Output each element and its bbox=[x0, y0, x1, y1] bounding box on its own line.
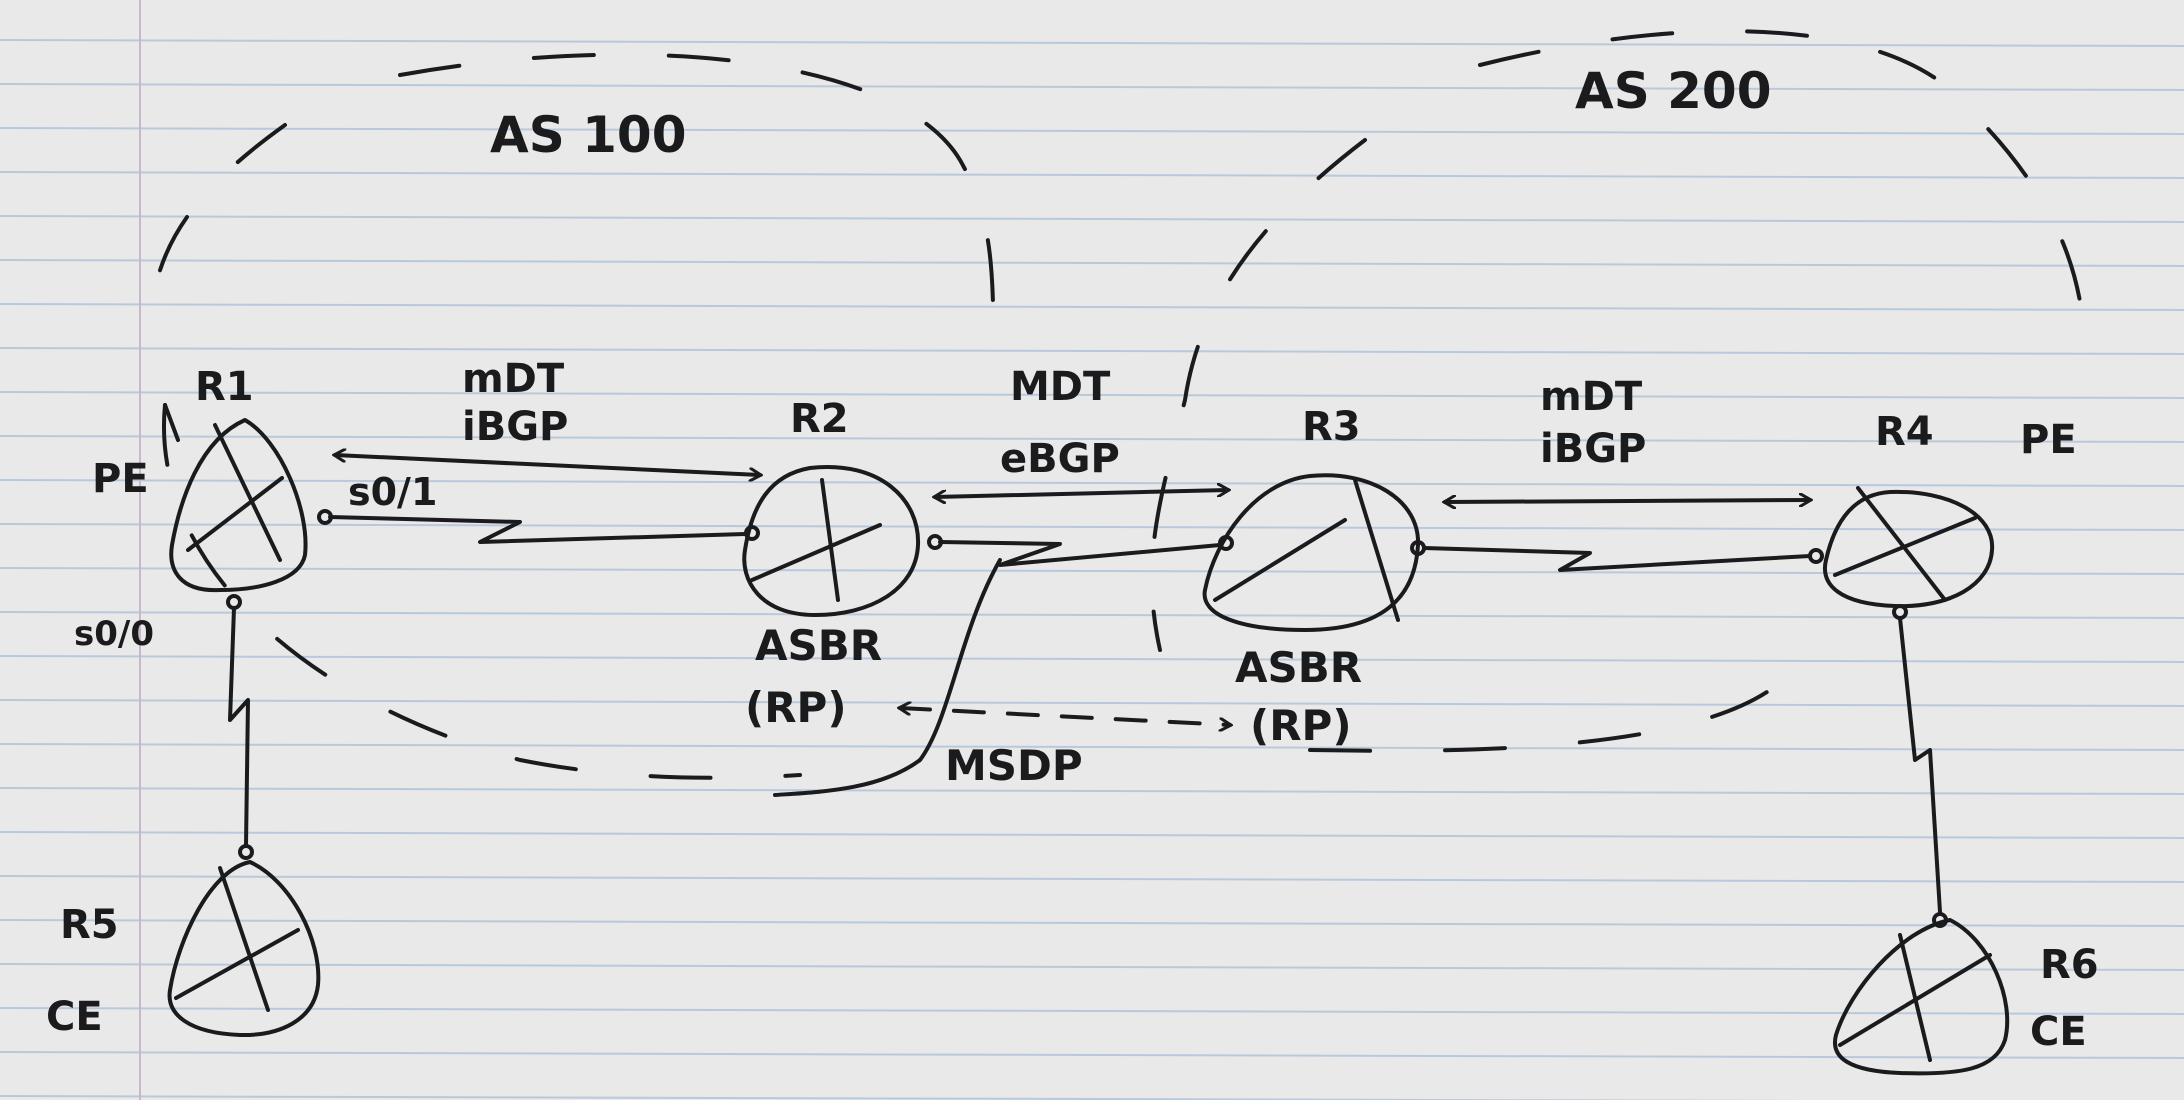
interface-s01-label: s0/1 bbox=[348, 470, 437, 514]
r3-r4-session-protocol: iBGP bbox=[1540, 426, 1646, 472]
pencil-scribble bbox=[773, 558, 1002, 797]
router-r4-icon bbox=[1808, 486, 1995, 620]
rule-line bbox=[0, 963, 2184, 971]
mdt-ibgp-arrow-r1-r2 bbox=[335, 455, 760, 475]
msdp-label: MSDP bbox=[945, 741, 1083, 790]
r2-rp-label: (RP) bbox=[745, 683, 847, 732]
serial-link-r1-r5 bbox=[228, 606, 250, 848]
r2-r3-session-protocol: eBGP bbox=[1000, 436, 1120, 482]
r3-asbr-label: ASBR bbox=[1235, 643, 1362, 692]
r3-r4-session-type: mDT bbox=[1540, 374, 1643, 420]
interface-s00-label: s0/0 bbox=[74, 614, 154, 654]
r2-label: R2 bbox=[790, 396, 849, 442]
serial-link-r4-r6 bbox=[1898, 616, 1942, 914]
rule-line bbox=[0, 567, 2184, 575]
mdt-ebgp-arrow-r2-r3 bbox=[935, 490, 1228, 497]
r1-label: R1 bbox=[195, 364, 254, 410]
r2-asbr-label: ASBR bbox=[755, 621, 882, 670]
pe-tick-mark bbox=[163, 403, 180, 442]
serial-link-r2-r3 bbox=[938, 540, 1222, 567]
r5-role-label: CE bbox=[46, 994, 103, 1040]
r6-label: R6 bbox=[2040, 942, 2099, 988]
serial-link-r3-r4 bbox=[1422, 546, 1812, 572]
r5-label: R5 bbox=[60, 902, 119, 948]
as100-boundary bbox=[148, 52, 997, 780]
rule-line bbox=[0, 875, 2184, 883]
r1-r2-session-type: mDT bbox=[462, 356, 565, 402]
router-r5-icon bbox=[167, 844, 321, 1038]
rule-line bbox=[0, 303, 2184, 311]
rule-line bbox=[0, 391, 2184, 399]
rule-line bbox=[0, 787, 2184, 795]
rule-line bbox=[0, 1095, 1821, 1100]
mdt-ibgp-arrow-r3-r4 bbox=[1445, 500, 1810, 502]
rule-line bbox=[0, 831, 2184, 839]
rule-line bbox=[0, 611, 2184, 619]
router-r3-icon bbox=[1202, 473, 1426, 632]
rule-line bbox=[0, 699, 2184, 707]
rule-line bbox=[0, 743, 2184, 751]
r4-role-label: PE bbox=[2020, 417, 2077, 463]
rule-line bbox=[0, 1051, 2184, 1059]
rule-line bbox=[0, 171, 2184, 179]
rule-line bbox=[0, 1007, 2184, 1015]
r6-role-label: CE bbox=[2030, 1009, 2087, 1055]
rule-line bbox=[0, 347, 2184, 355]
rule-line bbox=[0, 39, 2184, 47]
msdp-arrow-r2-r3 bbox=[900, 708, 1230, 725]
rule-line bbox=[0, 919, 2184, 927]
serial-link-r1-r2 bbox=[328, 515, 747, 544]
r3-rp-label: (RP) bbox=[1250, 701, 1352, 750]
router-r6-icon bbox=[1832, 912, 2010, 1076]
rule-line bbox=[0, 83, 2184, 91]
rule-line bbox=[0, 655, 2184, 663]
rule-line bbox=[0, 259, 2184, 267]
r3-label: R3 bbox=[1302, 404, 1361, 450]
notebook-rule-lines bbox=[0, 39, 2184, 1100]
r1-r2-session-protocol: iBGP bbox=[462, 404, 568, 450]
as100-label: AS 100 bbox=[490, 106, 686, 164]
r1-role-label: PE bbox=[92, 456, 149, 502]
rule-line bbox=[0, 127, 2184, 135]
r2-r3-session-type: MDT bbox=[1010, 364, 1111, 410]
rule-line bbox=[0, 435, 2184, 443]
rule-line bbox=[0, 523, 2184, 531]
router-r1-icon bbox=[169, 418, 333, 610]
as200-label: AS 200 bbox=[1575, 62, 1771, 120]
as200-boundary bbox=[1149, 29, 2087, 753]
router-r2-icon bbox=[742, 465, 943, 617]
r4-label: R4 bbox=[1875, 409, 1934, 455]
rule-line bbox=[0, 215, 2184, 223]
